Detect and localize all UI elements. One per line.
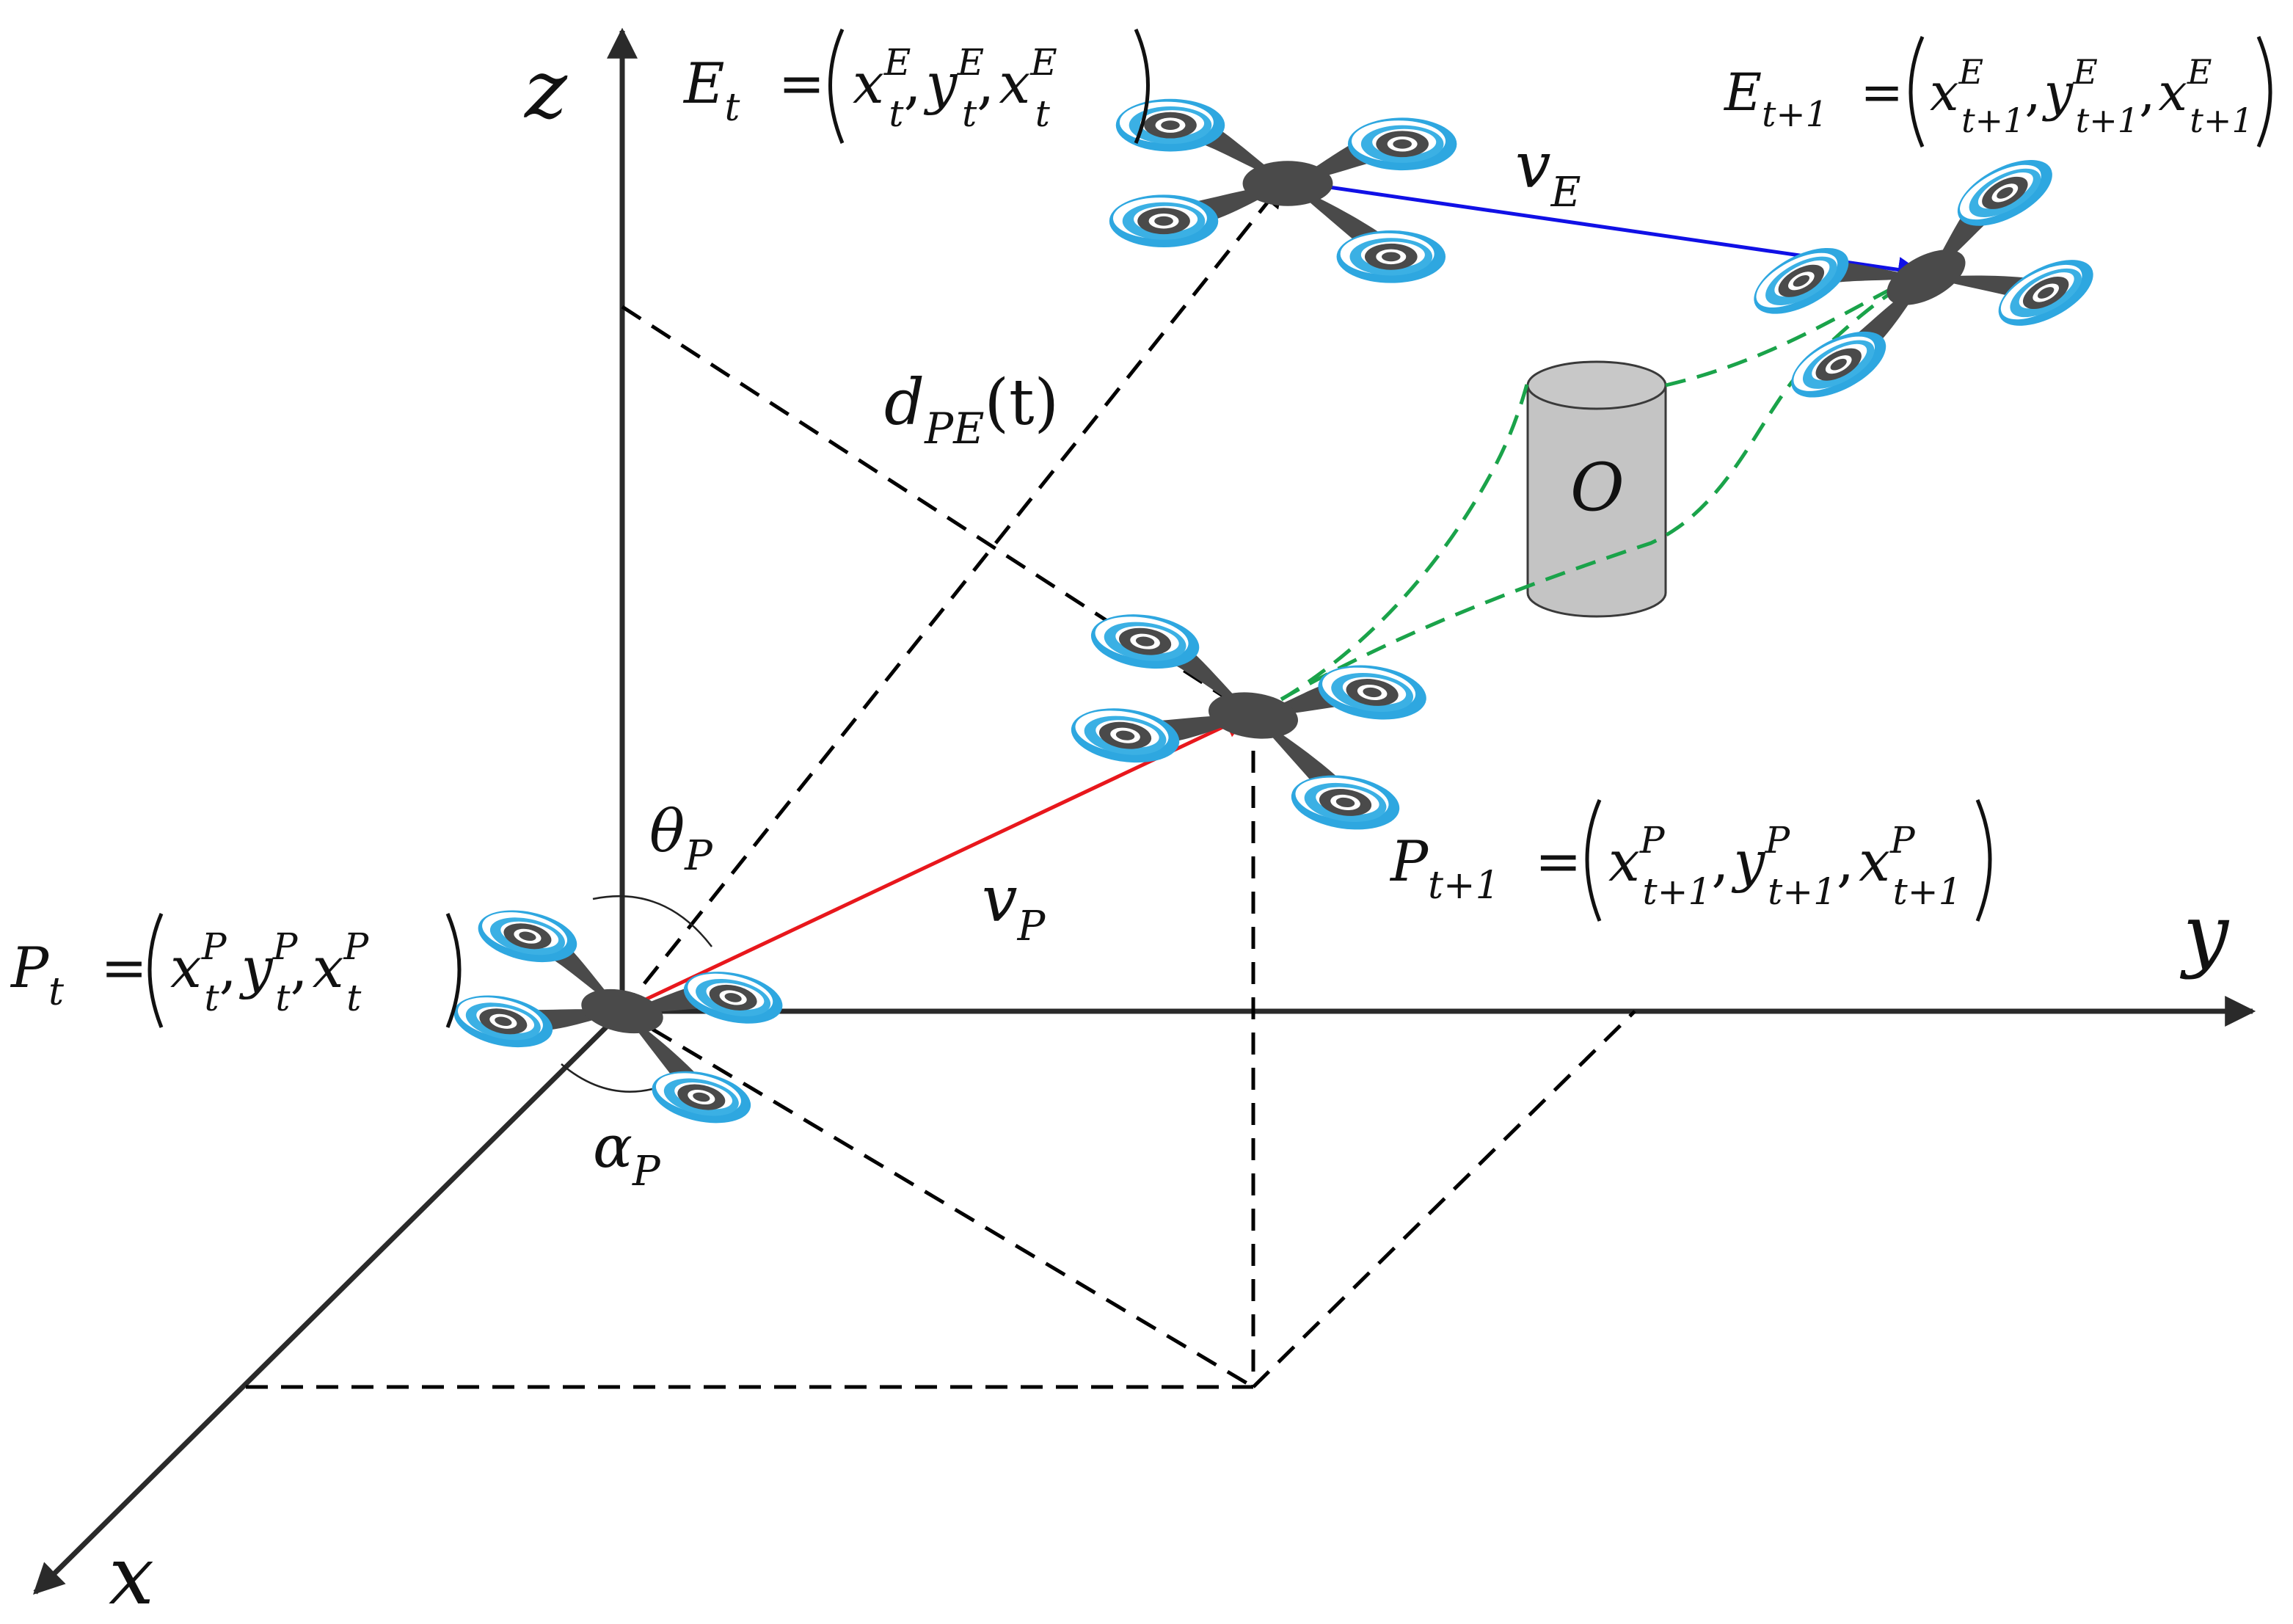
- svg-text:xPt,yPt,xPt: xPt,yPt,xPt: [170, 925, 370, 1019]
- theta-label: θP: [649, 797, 713, 880]
- pursuer-velocity-vector: [622, 713, 1250, 1012]
- y-axis-label: y: [2179, 886, 2230, 980]
- quadrotor-drone-icon: [442, 901, 791, 1134]
- z-to-p-dash: [621, 305, 1255, 718]
- obstacle-label: O: [1570, 449, 1625, 526]
- foot-to-y-dash: [1252, 1010, 1636, 1388]
- pursuer-drone-t1: [1062, 607, 1432, 837]
- svg-text:xEt,yEt,xEt: xEt,yEt,xEt: [853, 41, 1057, 135]
- svg-text:Pt+1 =: Pt+1 =: [1389, 829, 1582, 911]
- quadrotor-drone-icon: [1738, 131, 2113, 441]
- obstacle-cylinder: [1526, 360, 1667, 618]
- theta-arc: [592, 895, 712, 947]
- pursuer-velocity-label: vP: [982, 863, 1046, 950]
- z-axis-label: z: [523, 43, 568, 136]
- svg-text:Pt =: Pt =: [10, 935, 147, 1018]
- distance-label: dPE(t): [884, 366, 1059, 454]
- distance-line: [621, 181, 1285, 1013]
- svg-text:Et =: Et =: [682, 51, 825, 134]
- evader-velocity-label: vE: [1515, 129, 1581, 216]
- pursuer-drone-t: [442, 901, 791, 1134]
- axes: [33, 27, 2256, 1595]
- quadrotor-drone-icon: [1109, 99, 1457, 283]
- svg-text:xEt+1,yEt+1,xEt+1: xEt+1,yEt+1,xEt+1: [1930, 52, 2253, 140]
- trajectory-upper: [1252, 381, 1530, 718]
- svg-text:xPt+1,yPt+1,xPt+1: xPt+1,yPt+1,xPt+1: [1608, 819, 1961, 913]
- evader-drone-t1: [1738, 131, 2113, 441]
- alpha-label: αP: [593, 1113, 661, 1195]
- cylinder-obstacle-icon: [1526, 384, 1667, 618]
- evader-drone-t: [1109, 99, 1457, 283]
- trajectory-lower: [1252, 275, 1920, 718]
- svg-text:Et+1 =: Et+1 =: [1723, 62, 1903, 139]
- origin-to-foot-dash: [621, 1009, 1255, 1389]
- quadrotor-drone-icon: [1062, 607, 1432, 837]
- projection-lines: [246, 181, 1636, 1389]
- x-axis: [33, 1009, 624, 1595]
- x-axis-label: x: [109, 1529, 154, 1623]
